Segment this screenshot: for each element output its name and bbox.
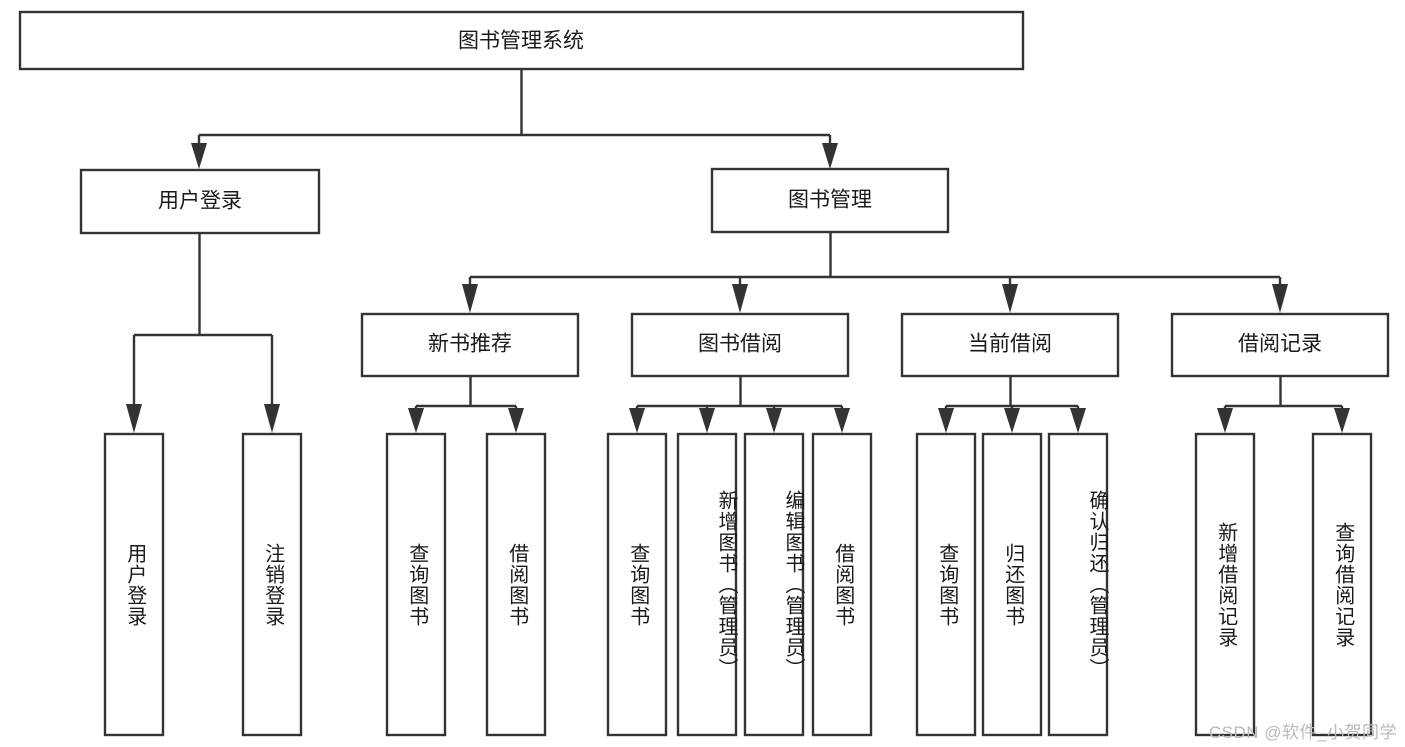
arrow-to-leaf-confirm-return: [1070, 408, 1086, 433]
arrow-to-leaf-edit-book: [766, 408, 782, 433]
node-user-login[interactable]: 用户登录: [79, 168, 321, 235]
arrow-to-leaf-borrow-book-2: [834, 408, 850, 433]
edge-group-root-to-level1: [191, 69, 838, 169]
edge-group-newbook-to-leaves: [408, 376, 524, 433]
leaf-box-group: [103, 432, 1373, 737]
csdn-watermark: CSDN @软件_小贺同学: [1208, 723, 1397, 742]
node-leaf-query-record-box[interactable]: [1311, 432, 1373, 737]
node-new-book-recommend[interactable]: 新书推荐: [360, 312, 580, 378]
node-borrow-record-box[interactable]: [1170, 312, 1390, 378]
arrow-to-book-manage: [822, 143, 838, 169]
node-new-book-recommend-box[interactable]: [360, 312, 580, 378]
arrow-to-leaf-user-login: [126, 404, 142, 433]
arrow-to-leaf-query-book-3: [938, 408, 954, 433]
edge-group-userlogin-to-leaves: [126, 233, 280, 433]
node-current-borrow-box[interactable]: [900, 312, 1120, 378]
edge-group-currentborrow-to-leaves: [938, 376, 1086, 433]
arrow-to-leaf-return-book: [1004, 408, 1020, 433]
arrow-to-leaf-add-book: [699, 408, 715, 433]
node-leaf-borrow-book-1-box[interactable]: [485, 432, 547, 737]
arrow-to-leaf-logout-login: [264, 404, 280, 433]
node-leaf-add-book-box[interactable]: [676, 432, 738, 737]
node-leaf-query-book-2-box[interactable]: [606, 432, 668, 737]
node-book-borrow[interactable]: 图书借阅: [630, 312, 850, 378]
node-book-manage-label: 图书管理: [788, 189, 872, 212]
node-leaf-edit-book-box[interactable]: [743, 432, 805, 737]
node-current-borrow-label: 当前借阅: [968, 333, 1052, 356]
node-user-login-label: 用户登录: [158, 190, 242, 213]
edge-group-bookmanage-to-level2: [462, 232, 1288, 313]
edge-group-borrowrecord-to-leaves: [1217, 376, 1350, 433]
node-leaf-borrow-book-2-box[interactable]: [811, 432, 873, 737]
node-root-box[interactable]: [18, 10, 1025, 71]
node-root[interactable]: 图书管理系统: [18, 10, 1025, 71]
node-root-label: 图书管理系统: [458, 30, 584, 53]
node-book-manage[interactable]: 图书管理: [710, 167, 950, 234]
node-leaf-confirm-return-box[interactable]: [1047, 432, 1109, 737]
arrow-to-leaf-query-book-2: [629, 408, 645, 433]
node-leaf-return-book-box[interactable]: [981, 432, 1043, 737]
node-borrow-record[interactable]: 借阅记录: [1170, 312, 1390, 378]
arrow-to-current-borrow: [1002, 284, 1018, 313]
node-leaf-add-record-box[interactable]: [1194, 432, 1256, 737]
arrow-to-leaf-query-record: [1334, 408, 1350, 433]
arrow-to-leaf-borrow-book-1: [508, 408, 524, 433]
node-current-borrow[interactable]: 当前借阅: [900, 312, 1120, 378]
arrow-to-book-borrow: [732, 284, 748, 313]
arrow-to-new-book-recommend: [462, 284, 478, 313]
node-book-manage-box[interactable]: [710, 167, 950, 234]
node-borrow-record-label: 借阅记录: [1238, 333, 1322, 356]
node-book-borrow-box[interactable]: [630, 312, 850, 378]
arrow-to-borrow-record: [1272, 284, 1288, 313]
edge-group-bookborrow-to-leaves: [629, 376, 850, 433]
node-leaf-user-login-box[interactable]: [103, 432, 165, 737]
arrow-to-leaf-query-book-1: [408, 408, 424, 433]
arrow-to-leaf-add-record: [1217, 408, 1233, 433]
node-book-borrow-label: 图书借阅: [698, 333, 782, 356]
node-leaf-logout-login-box[interactable]: [241, 432, 303, 737]
node-leaf-query-book-3-box[interactable]: [915, 432, 977, 737]
node-new-book-recommend-label: 新书推荐: [428, 333, 512, 356]
arrow-to-user-login: [191, 143, 207, 169]
node-leaf-query-book-1-box[interactable]: [385, 432, 447, 737]
node-user-login-box[interactable]: [79, 168, 321, 235]
